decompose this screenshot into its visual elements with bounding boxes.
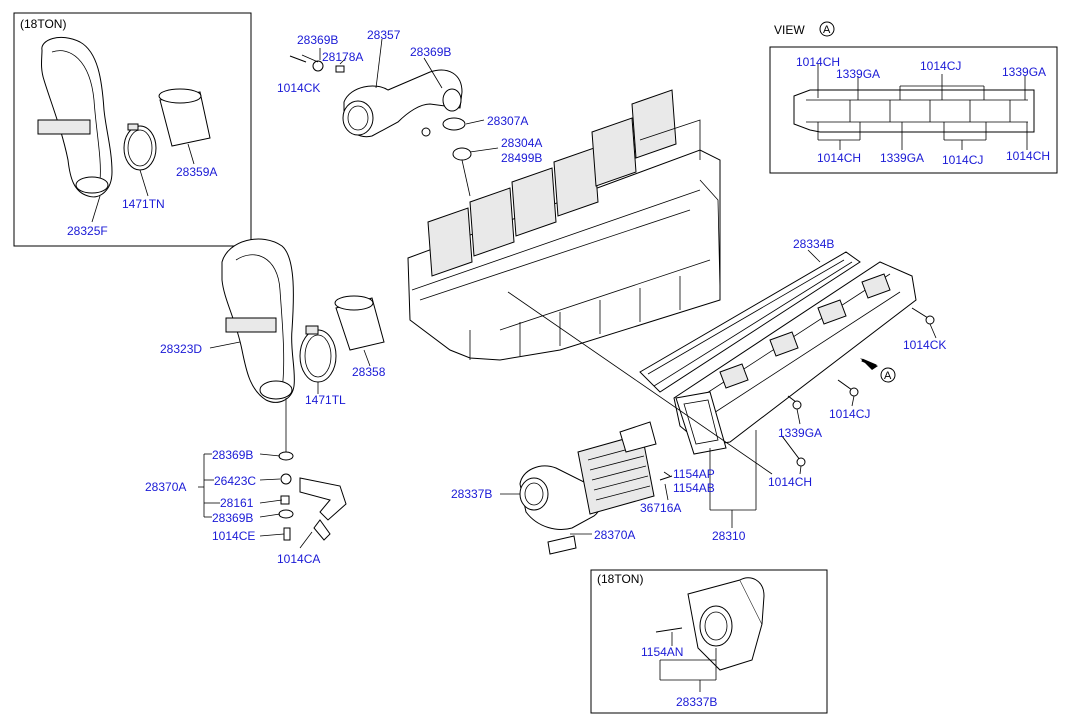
view-label-1014CJ-top[interactable]: 1014CJ — [920, 59, 961, 73]
label-28307A[interactable]: 28307A — [487, 114, 528, 128]
view-a-title: VIEW — [774, 23, 805, 37]
label-28369B-low[interactable]: 28369B — [212, 511, 253, 525]
manifold-bolts — [781, 307, 935, 467]
bolts-top — [289, 55, 345, 73]
clamp-28304A — [452, 147, 472, 161]
air-duct-28325F — [37, 37, 113, 198]
view-label-1014CH-bottom-right[interactable]: 1014CH — [1006, 149, 1050, 163]
inset-18ton-bottom-title: (18TON) — [597, 572, 643, 586]
label-1014CJ[interactable]: 1014CJ — [829, 407, 870, 421]
label-1471TN[interactable]: 1471TN — [122, 197, 165, 211]
leader-lines — [91, 38, 1028, 692]
label-1014CK-right[interactable]: 1014CK — [903, 338, 946, 352]
heat-exchanger — [577, 421, 657, 515]
label-28370A-right[interactable]: 28370A — [594, 528, 635, 542]
label-28304A[interactable]: 28304A — [501, 136, 542, 150]
part-labels: 28325F 1471TN 28359A 28369B 28178A 1014C… — [67, 28, 1050, 709]
label-36716A[interactable]: 36716A — [640, 501, 681, 515]
view-label-1339GA-bottom[interactable]: 1339GA — [880, 151, 924, 165]
gasket-28307A — [442, 117, 466, 131]
label-28337B[interactable]: 28337B — [451, 487, 492, 501]
label-1154AN[interactable]: 1154AN — [641, 645, 683, 659]
elbow-28337B-18ton — [687, 577, 765, 671]
gasket-28334B — [639, 251, 861, 393]
view-label-1014CH-top[interactable]: 1014CH — [796, 55, 840, 69]
label-28369B-top[interactable]: 28369B — [297, 33, 338, 47]
exhaust-manifold-28310 — [673, 261, 917, 455]
label-28325F[interactable]: 28325F — [67, 224, 108, 238]
sleeve-28358 — [334, 295, 385, 351]
view-label-1339GA-top-right[interactable]: 1339GA — [1002, 65, 1046, 79]
label-28359A[interactable]: 28359A — [176, 165, 217, 179]
label-28499B[interactable]: 28499B — [501, 151, 542, 165]
engine-block — [407, 89, 721, 361]
view-a-arrow: A — [860, 358, 896, 383]
label-26423C[interactable]: 26423C — [214, 474, 256, 488]
label-1154AP[interactable]: 1154AP — [673, 467, 715, 481]
air-duct-28323D — [221, 238, 295, 403]
label-1014CE[interactable]: 1014CE — [212, 529, 255, 543]
label-28323D[interactable]: 28323D — [160, 342, 202, 356]
view-label-1339GA-top-left[interactable]: 1339GA — [836, 67, 880, 81]
label-28310[interactable]: 28310 — [712, 529, 746, 543]
view-a-arrow-marker: A — [884, 370, 892, 382]
label-28370A-left[interactable]: 28370A — [145, 480, 186, 494]
clamp-1471TL — [299, 325, 337, 383]
clamp-1471TN — [123, 123, 157, 171]
bracket-assembly-28370A — [278, 398, 347, 541]
label-1339GA[interactable]: 1339GA — [778, 426, 822, 440]
label-28161[interactable]: 28161 — [220, 496, 254, 510]
view-label-1014CJ-bottom[interactable]: 1014CJ — [942, 153, 983, 167]
stud-1154AN — [655, 627, 683, 633]
label-28334B[interactable]: 28334B — [793, 237, 834, 251]
view-a-flange — [793, 89, 1035, 133]
stud-1154AP — [659, 475, 673, 481]
label-28178A[interactable]: 28178A — [322, 50, 363, 64]
label-28369B-mid[interactable]: 28369B — [212, 448, 253, 462]
label-28357[interactable]: 28357 — [367, 28, 401, 42]
pipe-28357 — [342, 69, 463, 138]
sleeve-28359A — [158, 88, 211, 147]
label-1471TL[interactable]: 1471TL — [305, 393, 346, 407]
label-28369B-pipe[interactable]: 28369B — [410, 45, 451, 59]
inset-18ton-top-title: (18TON) — [20, 17, 66, 31]
label-1154AB[interactable]: 1154AB — [673, 481, 715, 495]
label-1014CA[interactable]: 1014CA — [277, 552, 320, 566]
view-a-frame — [769, 46, 1058, 174]
label-1014CK-top[interactable]: 1014CK — [277, 81, 320, 95]
view-a-marker: A — [823, 24, 831, 36]
label-1014CH[interactable]: 1014CH — [768, 475, 812, 489]
inset-18ton-bottom-frame — [590, 569, 828, 714]
view-a-circle — [819, 21, 835, 37]
label-28358[interactable]: 28358 — [352, 365, 386, 379]
inset-18ton-top-frame — [13, 12, 252, 247]
elbow-28337B — [519, 465, 602, 555]
label-28337B-18ton[interactable]: 28337B — [676, 695, 717, 709]
view-label-1014CH-bottom-left[interactable]: 1014CH — [817, 151, 861, 165]
